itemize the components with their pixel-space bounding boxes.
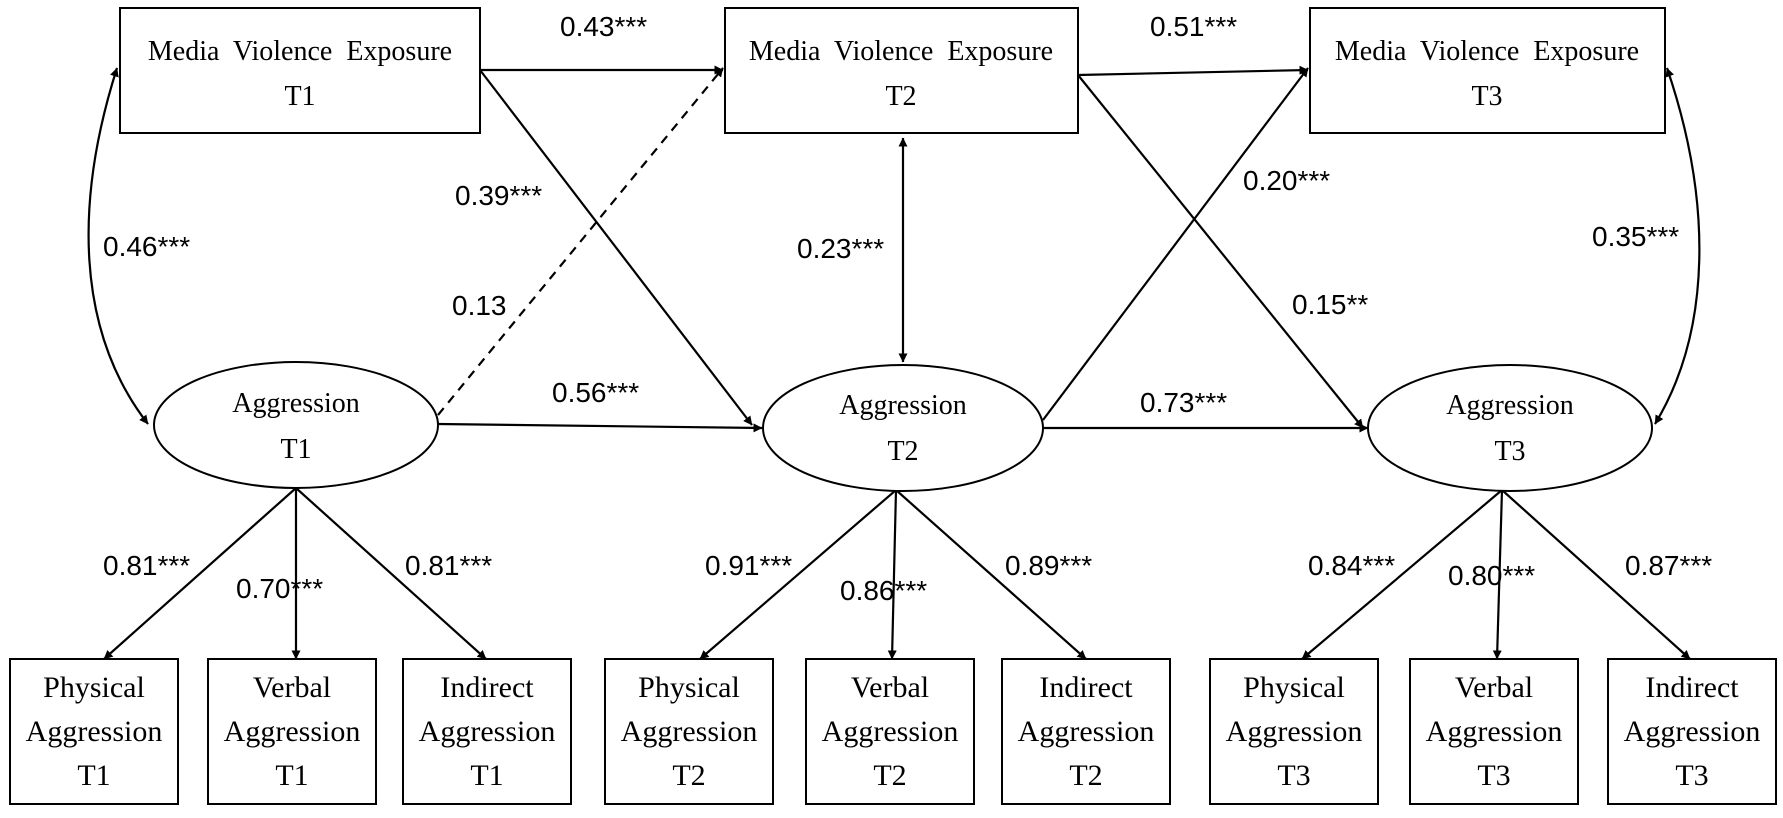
indicator-text: T3	[1675, 759, 1708, 792]
loading-label-7: 0.84***	[1308, 550, 1395, 581]
coef-mve-t1-t2: 0.43***	[560, 11, 647, 42]
indicator-boxes: PhysicalAggressionT1VerbalAggressionT1In…	[9, 658, 1777, 805]
path-mve-t1-to-agg-t2	[479, 69, 753, 426]
loading-label-8: 0.80***	[1448, 560, 1535, 591]
path-mve-t2-to-agg-t3	[1077, 74, 1364, 429]
agg-t1-line2: T1	[280, 434, 311, 465]
mve-t3-line1: Media Violence Exposure	[1335, 36, 1639, 67]
loading-line-9	[1501, 489, 1691, 660]
mve-box-t2: Media Violence Exposure T2	[724, 7, 1079, 134]
indicator-text: T1	[470, 759, 503, 792]
loading-label-6: 0.89***	[1005, 550, 1092, 581]
loading-line-5	[887, 489, 898, 660]
coef-mve-t2-t3: 0.51***	[1150, 11, 1237, 42]
loading-line-3	[295, 487, 487, 660]
indicator-text: T2	[873, 759, 906, 792]
indicator-text: Indirect	[1645, 671, 1739, 704]
aggression-ellipse-t2: Aggression T2	[762, 364, 1044, 492]
loading-line-6	[895, 489, 1087, 660]
loading-label-4: 0.91***	[705, 550, 792, 581]
loading-label-9: 0.87***	[1625, 550, 1712, 581]
indicator-text: Aggression	[621, 715, 758, 748]
path-mve-t2-to-mve-t3	[1077, 65, 1309, 77]
path-agg-t1-to-mve-t2	[437, 67, 724, 416]
indicator-text: T1	[77, 759, 110, 792]
coef-agg-t2-mve-t3: 0.20***	[1243, 165, 1330, 196]
path-agg-t1-to-agg-t2	[437, 422, 763, 433]
coef-cov-t2: 0.23***	[797, 233, 884, 264]
indicator-text: Aggression	[1018, 715, 1155, 748]
mve-box-t3: Media Violence Exposure T3	[1309, 7, 1666, 134]
loading-labels: 0.81*** 0.70*** 0.81*** 0.91*** 0.86*** 0.89*…	[103, 550, 1712, 606]
cov-t1	[87, 67, 149, 425]
aggression-ellipse-t1: Aggression T1	[153, 361, 439, 489]
mve-t1-line1: Media Violence Exposure	[148, 36, 452, 67]
agg-t2-line1: Aggression	[839, 390, 967, 421]
indicator-text: Aggression	[224, 715, 361, 748]
indicator-text: Aggression	[1624, 715, 1761, 748]
indicator-text: Aggression	[1426, 715, 1563, 748]
agg-t3-line2: T3	[1494, 436, 1525, 467]
aggression-ellipse-t3: Aggression T3	[1367, 364, 1653, 492]
mve-box-t1: Media Violence Exposure T1	[119, 7, 481, 134]
indicator-text: T2	[672, 759, 705, 792]
coef-mve-t1-agg-t2: 0.39***	[455, 180, 542, 211]
mve-t2-line1: Media Violence Exposure	[749, 36, 1053, 67]
cov-t3	[1654, 67, 1701, 425]
agg-t1-line1: Aggression	[232, 388, 360, 419]
indicator-text: Physical	[1243, 671, 1345, 704]
agg-t2-line2: T2	[887, 436, 918, 467]
loading-label-3: 0.81***	[405, 550, 492, 581]
indicator-text: Physical	[43, 671, 145, 704]
indicator-text: Verbal	[851, 671, 929, 704]
indicator-text: Aggression	[419, 715, 556, 748]
mve-t3-line2: T3	[1471, 81, 1502, 112]
mve-t2-line2: T2	[885, 81, 916, 112]
indicator-text: Aggression	[822, 715, 959, 748]
loading-line-8	[1492, 489, 1504, 660]
indicator-text: Physical	[638, 671, 740, 704]
indicator-text: Indirect	[1039, 671, 1133, 704]
loading-line-4	[699, 489, 897, 660]
indicator-text: T2	[1069, 759, 1102, 792]
coef-agg-t2-t3: 0.73***	[1140, 387, 1227, 418]
coef-agg-t1-t2: 0.56***	[552, 377, 639, 408]
mve-t1-line2: T1	[284, 81, 315, 112]
indicator-text: Aggression	[26, 715, 163, 748]
coef-mve-t2-agg-t3: 0.15**	[1292, 289, 1368, 320]
indicator-text: Verbal	[1455, 671, 1533, 704]
indicator-text: T3	[1277, 759, 1310, 792]
agg-t3-line1: Aggression	[1446, 390, 1574, 421]
loading-line-1	[103, 487, 297, 660]
indicator-text: T3	[1477, 759, 1510, 792]
path-agg-t2-to-mve-t3	[1042, 67, 1309, 421]
coef-agg-t1-mve-t2: 0.13	[452, 290, 507, 321]
loading-label-1: 0.81***	[103, 550, 190, 581]
loading-label-2: 0.70***	[236, 573, 323, 604]
coef-cov-t1: 0.46***	[103, 231, 190, 262]
indicator-text: Verbal	[253, 671, 331, 704]
indicator-text: T1	[275, 759, 308, 792]
coef-cov-t3: 0.35***	[1592, 221, 1679, 252]
indicator-text: Aggression	[1226, 715, 1363, 748]
indicator-text: Indirect	[440, 671, 534, 704]
loading-line-7	[1301, 489, 1503, 660]
loading-label-5: 0.86***	[840, 575, 927, 606]
